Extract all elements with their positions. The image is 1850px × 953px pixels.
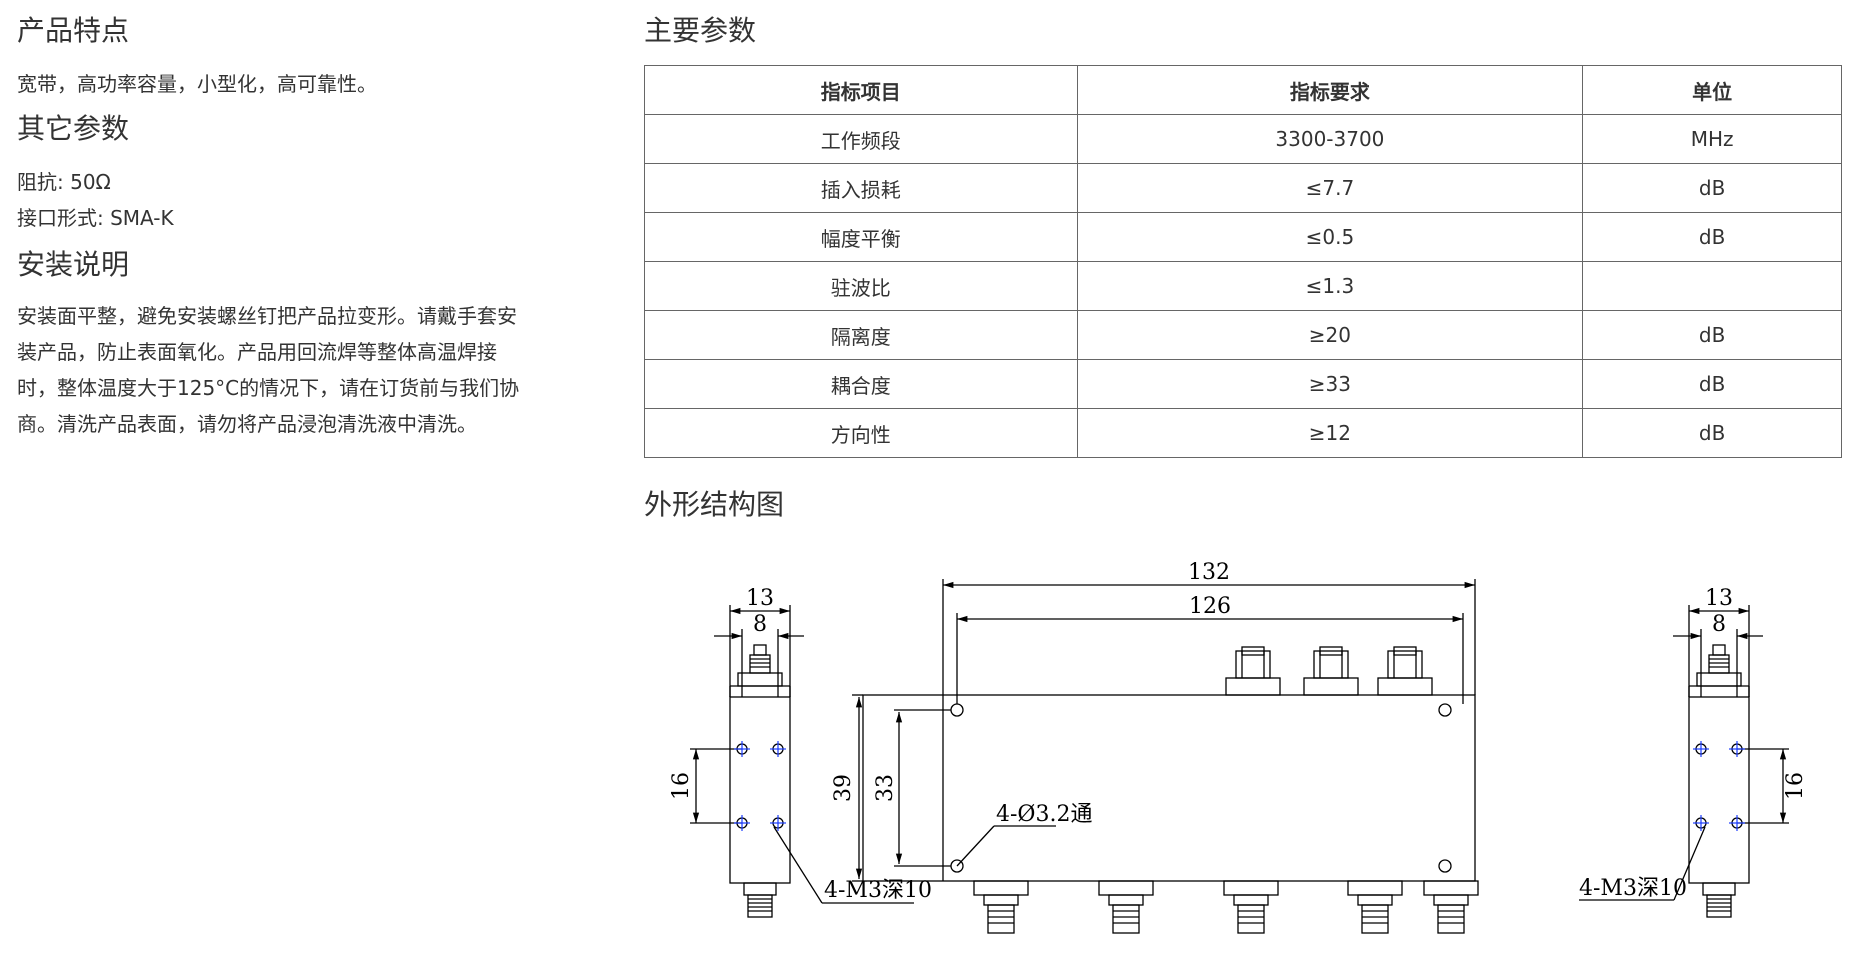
header-item: 指标项目 [644, 65, 1078, 115]
dim-left-16: 16 [669, 772, 694, 800]
dim-right-13: 13 [1705, 586, 1733, 611]
outline-heading: 外形结构图 [644, 488, 785, 521]
features-heading: 产品特点 [17, 14, 130, 47]
header-unit: 单位 [1582, 65, 1842, 115]
table-row: 驻波比 ≤1.3 [644, 261, 1842, 311]
other-params-heading: 其它参数 [17, 112, 130, 145]
install-line: 时，整体温度大于125°C的情况下，请在订货前与我们协 [17, 376, 520, 400]
cell-item: 工作频段 [644, 114, 1078, 164]
spec-table: 指标项目 指标要求 单位 工作频段 3300-3700 MHz 插入损耗 ≤7.… [644, 65, 1842, 458]
top-connectors [1225, 646, 1433, 696]
cell-requirement: 3300-3700 [1076, 114, 1584, 164]
right-side-view [1579, 605, 1789, 918]
table-row: 工作频段 3300-3700 MHz [644, 114, 1842, 164]
cell-unit: MHz [1582, 114, 1842, 164]
outline-drawing-svg: 13 8 16 4-M3深10 132 126 39 33 4-Ø3.2通 13… [669, 560, 1808, 934]
cell-requirement: ≥12 [1076, 408, 1584, 458]
right-hole-crosses [1693, 741, 1745, 831]
bottom-connectors [973, 880, 1479, 934]
cell-item: 耦合度 [644, 359, 1078, 409]
cell-item: 隔离度 [644, 310, 1078, 360]
dim-132: 132 [1188, 560, 1230, 585]
cell-requirement: ≥33 [1076, 359, 1584, 409]
table-row: 耦合度 ≥33 dB [644, 359, 1842, 409]
cell-requirement: ≤1.3 [1076, 261, 1584, 311]
cell-item: 幅度平衡 [644, 212, 1078, 262]
features-text: 宽带，高功率容量，小型化，高可靠性。 [17, 72, 377, 96]
dim-39: 39 [831, 774, 856, 802]
left-hole-crosses [734, 741, 786, 831]
cell-unit [1582, 261, 1842, 311]
table-row: 插入损耗 ≤7.7 dB [644, 163, 1842, 213]
dim-33: 33 [873, 774, 898, 802]
install-line: 安装面平整，避免安装螺丝钉把产品拉变形。请戴手套安 [17, 304, 517, 328]
install-text: 安装面平整，避免安装螺丝钉把产品拉变形。请戴手套安 装产品，防止表面氧化。产品用… [17, 298, 597, 442]
install-line: 装产品，防止表面氧化。产品用回流焊等整体高温焊接 [17, 340, 497, 364]
header-requirement: 指标要求 [1076, 65, 1584, 115]
cell-item: 方向性 [644, 408, 1078, 458]
cell-item: 插入损耗 [644, 163, 1078, 213]
cell-requirement: ≤0.5 [1076, 212, 1584, 262]
dim-left-13: 13 [746, 586, 774, 611]
right-thread-note: 4-M3深10 [1579, 876, 1687, 901]
cell-requirement: ≤7.7 [1076, 163, 1584, 213]
dim-126: 126 [1189, 594, 1231, 619]
cell-requirement: ≥20 [1076, 310, 1584, 360]
cell-unit: dB [1582, 310, 1842, 360]
left-thread-note: 4-M3深10 [824, 878, 932, 903]
outline-drawing: 13 8 16 4-M3深10 132 126 39 33 4-Ø3.2通 13… [644, 535, 1844, 949]
dim-right-16: 16 [1783, 772, 1808, 800]
table-row: 隔离度 ≥20 dB [644, 310, 1842, 360]
dim-left-8: 8 [753, 612, 767, 637]
table-header-row: 指标项目 指标要求 单位 [644, 65, 1842, 115]
cell-unit: dB [1582, 408, 1842, 458]
main-params-heading: 主要参数 [644, 14, 757, 47]
cell-unit: dB [1582, 359, 1842, 409]
hole-note: 4-Ø3.2通 [996, 802, 1092, 827]
cell-unit: dB [1582, 163, 1842, 213]
impedance-text: 阻抗: 50Ω [17, 170, 111, 194]
table-row: 方向性 ≥12 dB [644, 408, 1842, 458]
main-front-view [852, 579, 1479, 934]
table-row: 幅度平衡 ≤0.5 dB [644, 212, 1842, 262]
install-heading: 安装说明 [17, 248, 130, 281]
install-line: 商。清洗产品表面，请勿将产品浸泡清洗液中清洗。 [17, 412, 477, 436]
cell-item: 驻波比 [644, 261, 1078, 311]
interface-text: 接口形式: SMA-K [17, 206, 174, 230]
left-side-view [690, 605, 914, 918]
cell-unit: dB [1582, 212, 1842, 262]
dim-right-8: 8 [1712, 612, 1726, 637]
